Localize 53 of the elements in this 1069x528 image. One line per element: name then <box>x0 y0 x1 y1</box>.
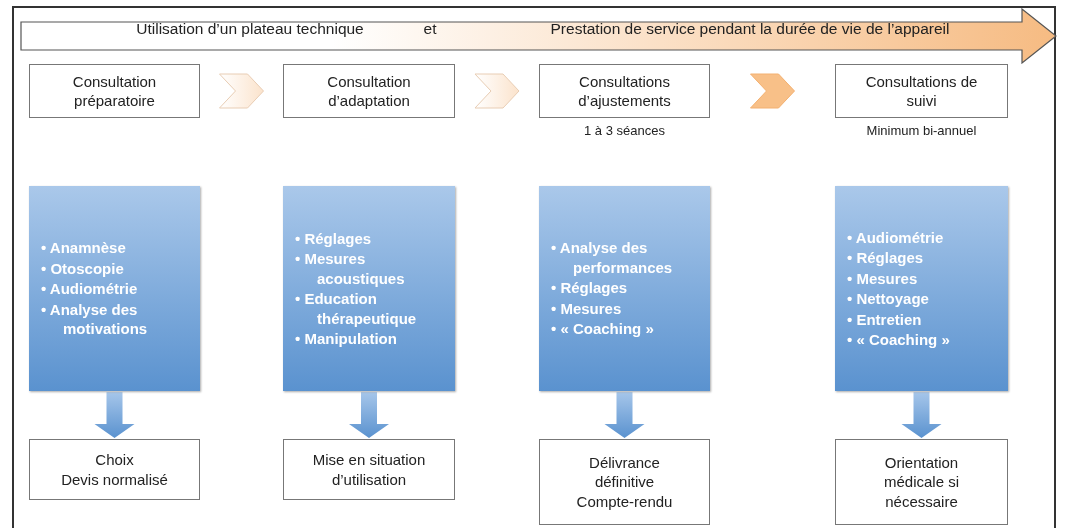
list-item: • Audiométrie <box>41 279 139 299</box>
list-item: • Mesures <box>551 298 623 319</box>
list-item: • Audiométrie <box>847 227 945 247</box>
block-arrow <box>349 392 389 438</box>
list-item: • Analyse des motivations <box>41 299 149 339</box>
activity-box <box>835 186 1008 391</box>
list-item: • Anamnèse <box>41 238 127 258</box>
consultation-title: Consultations d’ajustements <box>577 71 672 111</box>
list-item: • « Coaching » <box>847 330 951 350</box>
outcome-text: Mise en situation d’utilisation <box>311 450 427 489</box>
list-item: • Nettoyage <box>847 289 930 309</box>
list-item: • « Coaching » <box>551 319 655 339</box>
list-item: • Réglages <box>551 278 629 298</box>
list-item: • Réglages <box>295 228 373 248</box>
chevron-arrow <box>474 73 520 109</box>
banner-text: Prestation de service pendant la durée de vie de l’appareil <box>550 20 950 38</box>
consultation-title: Consultation préparatoire <box>71 71 158 111</box>
activity-box <box>29 186 200 391</box>
outcome-text: Devis normalisé <box>61 469 168 489</box>
list-item: • Analyse des performances <box>551 238 674 278</box>
activity-box <box>539 186 710 391</box>
list-item: • Réglages <box>847 248 925 268</box>
list-item: • Entretien <box>847 309 923 329</box>
note-text: 1 à 3 séances <box>584 123 665 138</box>
consultation-title: Consultation d’adaptation <box>326 71 412 111</box>
note-text: Minimum bi-annuel <box>866 123 977 138</box>
consultation-box <box>29 64 200 118</box>
consultation-box <box>539 64 710 118</box>
outcome-text: Compte-rendu <box>576 491 673 512</box>
block-arrow <box>604 392 645 438</box>
arrow-banner <box>20 8 1058 64</box>
activity-box <box>283 186 455 391</box>
chevron-arrow <box>219 73 264 109</box>
outcome-box <box>29 439 200 500</box>
list-item: • Mesures acoustiques <box>295 249 406 288</box>
outcome-box <box>283 439 455 500</box>
outcome-box <box>835 439 1008 525</box>
list-item: • Otoscopie <box>41 258 125 279</box>
list-item: • Mesures <box>847 268 919 288</box>
banner-text: et <box>423 20 437 38</box>
list-item: • Manipulation <box>295 329 398 349</box>
block-arrow <box>94 392 135 438</box>
consultation-box <box>835 64 1008 118</box>
outcome-text: Orientation médicale si nécessaire <box>883 452 960 512</box>
chevron-arrow <box>750 73 795 109</box>
outcome-text: Délivrance définitive <box>588 452 661 492</box>
block-arrow <box>901 392 942 438</box>
consultation-box <box>283 64 455 118</box>
outcome-box <box>539 439 710 525</box>
consultation-title: Consultations de suivi <box>864 71 979 111</box>
outcome-text: Choix <box>95 450 134 470</box>
banner-text: Utilisation d’un plateau technique <box>136 20 364 38</box>
list-item: • Education thérapeutique <box>295 289 418 328</box>
